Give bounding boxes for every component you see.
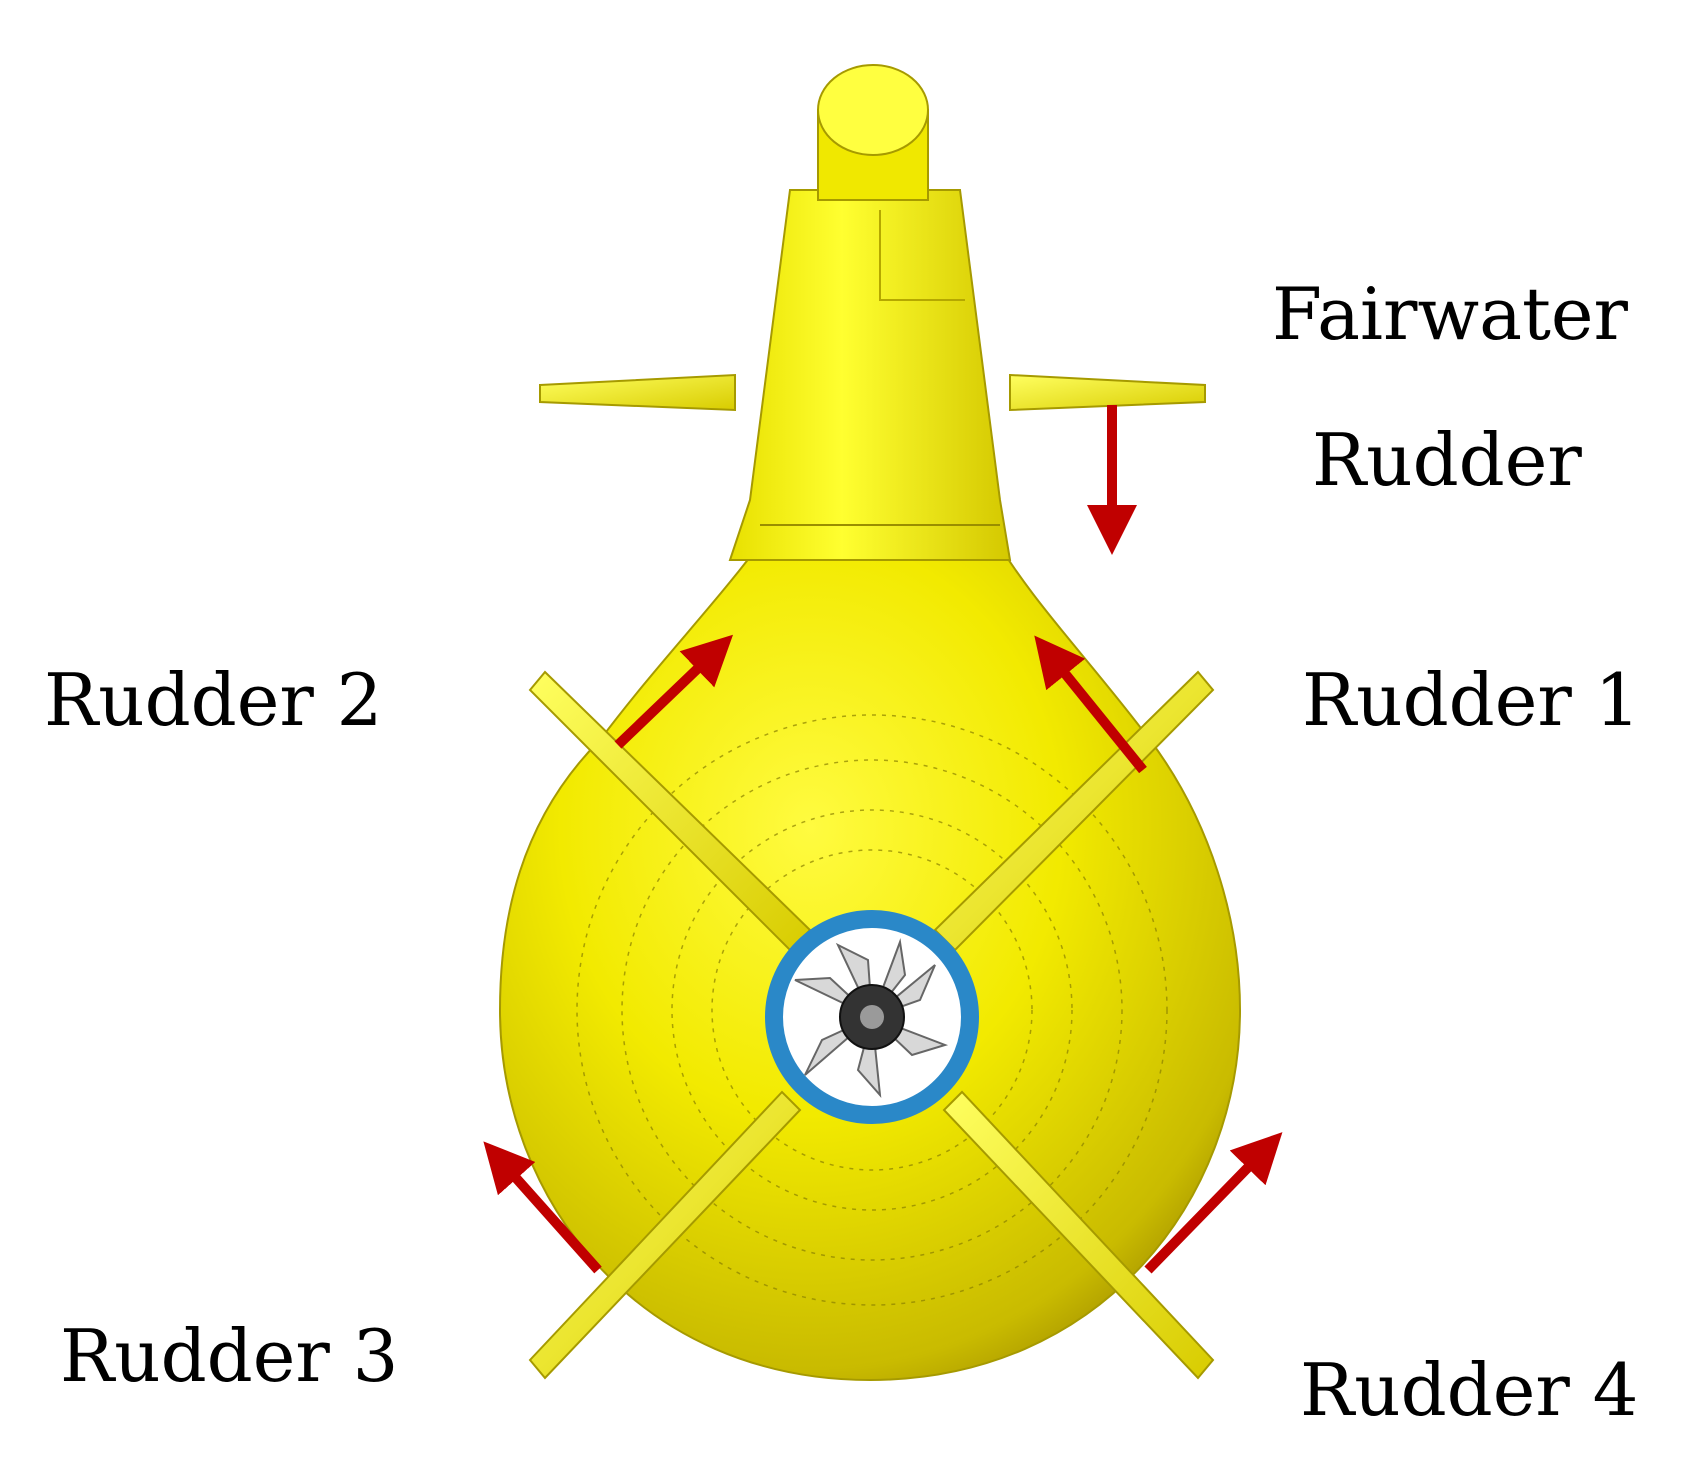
fairwater-label-line2: Rudder xyxy=(1312,418,1582,502)
rudder-3-label: Rudder 3 xyxy=(60,1314,399,1398)
sail xyxy=(728,189,1012,561)
fairwater-plane-right xyxy=(1009,373,1206,412)
stern-rings xyxy=(576,714,1168,1306)
rudder-3-fin xyxy=(528,1090,802,1380)
rudder-2-label: Rudder 2 xyxy=(44,658,383,742)
fairwater-plane-left xyxy=(539,373,736,412)
rudder-2-arrow xyxy=(614,634,734,749)
rudder-1-label: Rudder 1 xyxy=(1302,658,1641,742)
rudder-4-fin xyxy=(942,1090,1215,1380)
rudder-1-arrow xyxy=(1034,635,1147,774)
rudder-4-arrow xyxy=(1144,1132,1283,1274)
rudder-4-label: Rudder 4 xyxy=(1300,1348,1639,1432)
fairwater-label-line1: Fairwater xyxy=(1272,272,1628,356)
rudder-3-arrow xyxy=(483,1141,602,1274)
